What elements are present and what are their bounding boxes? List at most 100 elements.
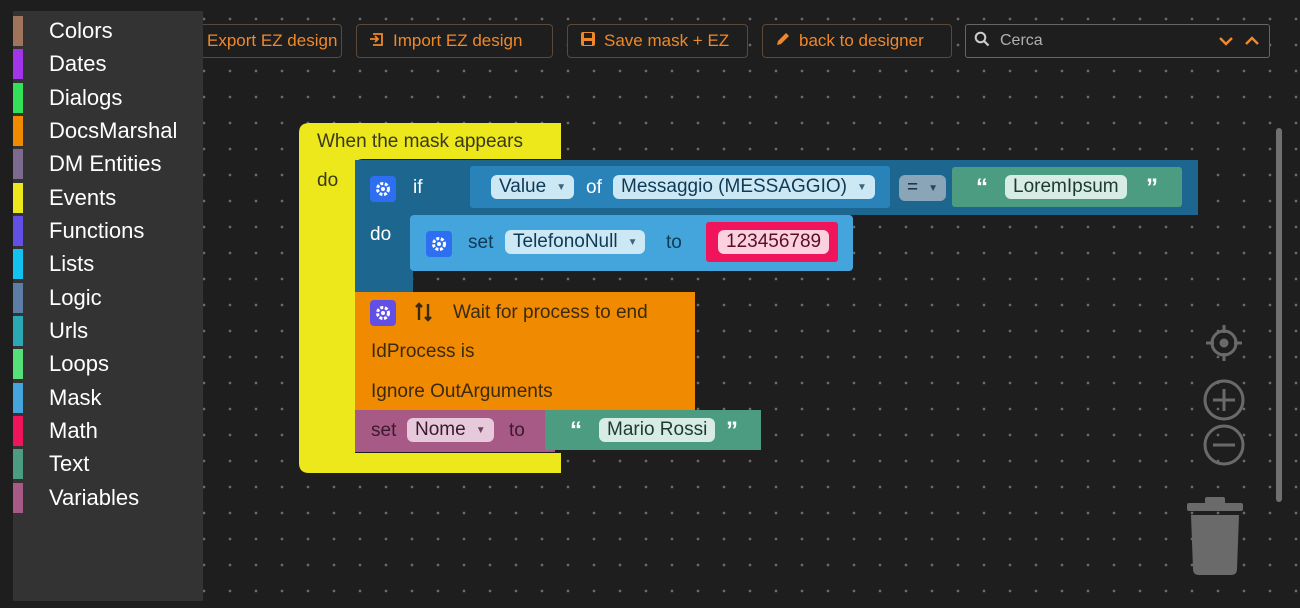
- wait-gear-icon[interactable]: [370, 300, 396, 326]
- event-do-label: do: [317, 170, 339, 191]
- back-to-designer-button[interactable]: back to designer: [762, 24, 952, 58]
- category-mask[interactable]: Mask: [13, 383, 203, 413]
- category-swatch: [13, 249, 23, 279]
- category-dates[interactable]: Dates: [13, 49, 203, 79]
- import-icon: [369, 31, 385, 52]
- of-label: of: [586, 177, 602, 198]
- operator-dropdown[interactable]: = ▼: [899, 175, 947, 201]
- category-swatch: [13, 349, 23, 379]
- category-dm-entities[interactable]: DM Entities: [13, 149, 203, 179]
- if-label: if: [413, 177, 423, 198]
- category-swatch: [13, 383, 23, 413]
- set-nome-set-label: set: [371, 420, 397, 441]
- text-value: LoremIpsum: [1013, 176, 1119, 197]
- number-value-field[interactable]: 123456789: [718, 230, 830, 254]
- category-swatch: [13, 483, 23, 513]
- close-quote-icon: ”: [1146, 174, 1158, 201]
- set-label: set: [468, 232, 494, 253]
- nome-variable-dropdown[interactable]: Nome ▼: [407, 418, 494, 442]
- when-mask-appears-block[interactable]: [299, 123, 569, 475]
- category-label: Urls: [49, 318, 89, 343]
- search-prev-button[interactable]: [1243, 31, 1261, 51]
- category-math[interactable]: Math: [13, 416, 203, 446]
- target-icon[interactable]: [1203, 322, 1245, 369]
- category-label: Dialogs: [49, 85, 123, 110]
- operator-value: =: [907, 177, 919, 198]
- nome-text-value: Mario Rossi: [607, 419, 708, 440]
- trash-icon[interactable]: [1185, 497, 1245, 582]
- category-variables[interactable]: Variables: [13, 483, 203, 513]
- category-functions[interactable]: Functions: [13, 216, 203, 246]
- event-title: When the mask appears: [317, 131, 523, 152]
- ignore-outarguments-label: Ignore OutArguments: [371, 381, 553, 402]
- set-telefono-gear-icon[interactable]: [426, 231, 452, 257]
- to-label: to: [666, 232, 682, 253]
- chevron-down-icon: ▼: [928, 182, 939, 194]
- open-quote-icon: “: [976, 174, 988, 201]
- workspace-scrollbar[interactable]: [1276, 128, 1282, 502]
- category-swatch: [13, 16, 23, 46]
- category-label: Events: [49, 185, 117, 210]
- category-swatch: [13, 83, 23, 113]
- nome-variable-value: Nome: [415, 419, 466, 440]
- category-events[interactable]: Events: [13, 183, 203, 213]
- category-dialogs[interactable]: Dialogs: [13, 83, 203, 113]
- category-swatch: [13, 183, 23, 213]
- idprocess-label: IdProcess is: [371, 341, 475, 362]
- import-ez-design-label: Import EZ design: [393, 31, 523, 50]
- field-dropdown[interactable]: Value ▼: [491, 175, 575, 199]
- import-ez-design-button[interactable]: Import EZ design: [356, 24, 553, 58]
- category-label: Loops: [49, 351, 109, 376]
- save-mask-ez-button[interactable]: Save mask + EZ: [567, 24, 748, 58]
- export-ez-design-label: Export EZ design: [207, 31, 338, 50]
- category-label: Math: [49, 418, 98, 443]
- toolbox-sidebar: Colors Dates Dialogs DocsMarshal DM Enti…: [13, 11, 203, 601]
- category-text[interactable]: Text: [13, 449, 203, 479]
- category-swatch: [13, 49, 23, 79]
- entity-dropdown[interactable]: Messaggio (MESSAGGIO) ▼: [613, 175, 875, 199]
- category-swatch: [13, 449, 23, 479]
- category-label: Variables: [49, 485, 140, 510]
- search-input[interactable]: [998, 31, 1209, 51]
- back-to-designer-label: back to designer: [799, 31, 924, 50]
- category-logic[interactable]: Logic: [13, 283, 203, 313]
- open-quote-icon: “: [570, 417, 582, 444]
- chevron-down-icon: ▼: [856, 181, 867, 193]
- category-label: DM Entities: [49, 151, 162, 176]
- category-docsmarshal[interactable]: DocsMarshal: [13, 116, 203, 146]
- field-dropdown-value: Value: [499, 176, 547, 197]
- category-label: Colors: [49, 18, 113, 43]
- search-next-button[interactable]: [1217, 31, 1235, 51]
- close-quote-icon: ”: [726, 417, 738, 444]
- category-label: Text: [49, 451, 90, 476]
- if-gear-icon[interactable]: [370, 176, 396, 202]
- if-do-label: do: [370, 224, 392, 245]
- zoom-in-icon[interactable]: [1203, 379, 1245, 426]
- telefono-field-value: TelefonoNull: [513, 231, 618, 252]
- category-urls[interactable]: Urls: [13, 316, 203, 346]
- search-box: [965, 24, 1270, 58]
- save-mask-ez-label: Save mask + EZ: [604, 31, 730, 50]
- category-colors[interactable]: Colors: [13, 16, 203, 46]
- chevron-down-icon: [1219, 37, 1233, 46]
- wait-for-process-block[interactable]: [355, 292, 697, 412]
- category-swatch: [13, 316, 23, 346]
- category-swatch: [13, 149, 23, 179]
- category-swatch: [13, 416, 23, 446]
- floppy-icon: [580, 31, 596, 52]
- text-value-field[interactable]: LoremIpsum: [1005, 175, 1127, 199]
- chevron-down-icon: ▼: [556, 181, 567, 193]
- telefono-field-dropdown[interactable]: TelefonoNull ▼: [505, 230, 646, 254]
- nome-text-value-field[interactable]: Mario Rossi: [599, 418, 716, 442]
- set-nome-to-label: to: [509, 420, 525, 441]
- chevron-up-icon: [1245, 36, 1259, 45]
- category-label: Logic: [49, 285, 102, 310]
- category-loops[interactable]: Loops: [13, 349, 203, 379]
- category-label: Dates: [49, 51, 107, 76]
- category-lists[interactable]: Lists: [13, 249, 203, 279]
- pencil-icon: [775, 31, 791, 52]
- zoom-out-icon[interactable]: [1203, 424, 1245, 471]
- category-swatch: [13, 116, 23, 146]
- entity-dropdown-value: Messaggio (MESSAGGIO): [621, 176, 847, 197]
- chevron-down-icon: ▼: [627, 236, 638, 248]
